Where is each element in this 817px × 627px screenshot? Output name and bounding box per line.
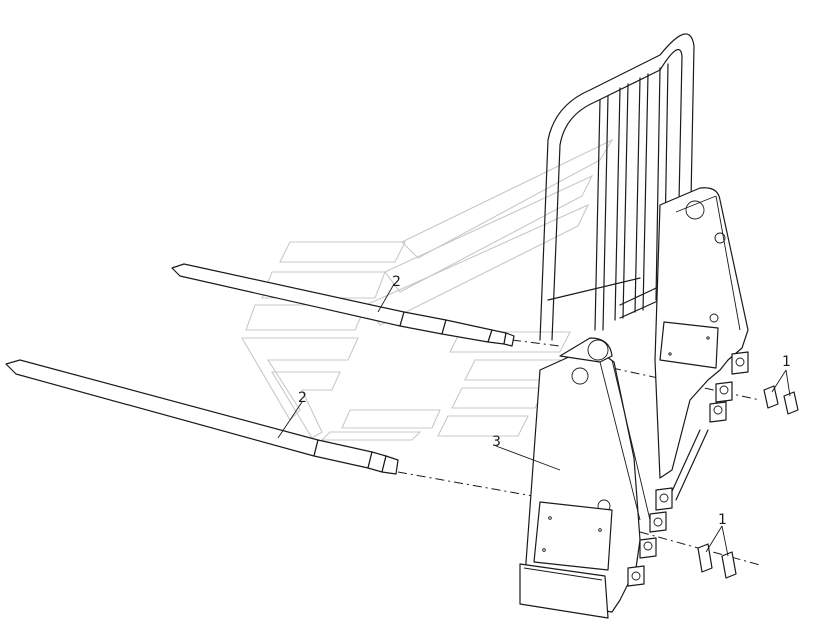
callout-retainer-lower: 1 xyxy=(718,512,727,528)
retainer-pair-lower xyxy=(697,543,737,579)
lug-row-left xyxy=(627,487,673,587)
callout-pin-lower: 2 xyxy=(298,390,307,406)
lug-row-right xyxy=(667,351,749,501)
callout-frame: 3 xyxy=(492,434,501,450)
retainer-pair-upper xyxy=(763,385,799,415)
callout-retainer-upper: 1 xyxy=(782,354,791,370)
frame-assembly xyxy=(519,33,749,619)
fork-pin-lower xyxy=(5,359,399,475)
callout-pin-upper: 2 xyxy=(392,274,401,290)
callout-leaders xyxy=(277,283,791,557)
fork-pin-upper xyxy=(171,263,515,347)
watermark-logo xyxy=(241,138,614,441)
